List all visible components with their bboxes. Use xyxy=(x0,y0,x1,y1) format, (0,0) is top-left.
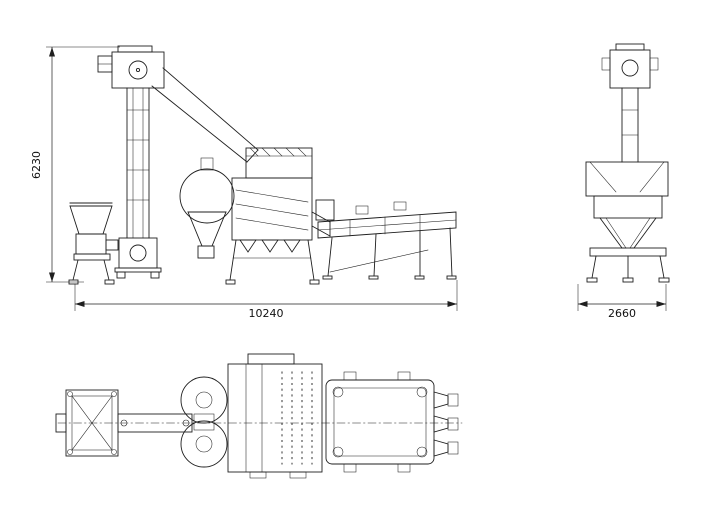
inclined-duct xyxy=(151,67,259,163)
cyclone xyxy=(179,157,235,259)
width-dimension: 2660 xyxy=(577,284,667,320)
length-dimension: 10240 xyxy=(74,280,458,320)
air-screen-cleaner xyxy=(225,147,320,285)
end-hopper-body xyxy=(585,161,669,249)
bucket-elevator xyxy=(97,45,165,279)
height-dimension-label: 6230 xyxy=(30,151,43,179)
width-dimension-label: 2660 xyxy=(608,307,636,320)
plan-cyclones xyxy=(180,376,228,468)
transfer-duct xyxy=(311,211,331,237)
plan-cleaner xyxy=(227,353,323,479)
end-base-legs xyxy=(586,247,670,283)
dimension-annotations: 6230 10240 2660 xyxy=(30,46,667,320)
gravity-separator xyxy=(315,199,457,280)
length-dimension-label: 10240 xyxy=(249,307,284,320)
plan-view xyxy=(55,353,463,479)
feeder-unit xyxy=(68,202,119,285)
end-view xyxy=(585,43,670,283)
front-view xyxy=(68,45,457,285)
plan-conveyor xyxy=(117,413,193,433)
height-dimension: 6230 xyxy=(30,46,120,283)
end-elevator-head xyxy=(601,43,659,163)
plan-gravity-separator xyxy=(325,371,459,473)
